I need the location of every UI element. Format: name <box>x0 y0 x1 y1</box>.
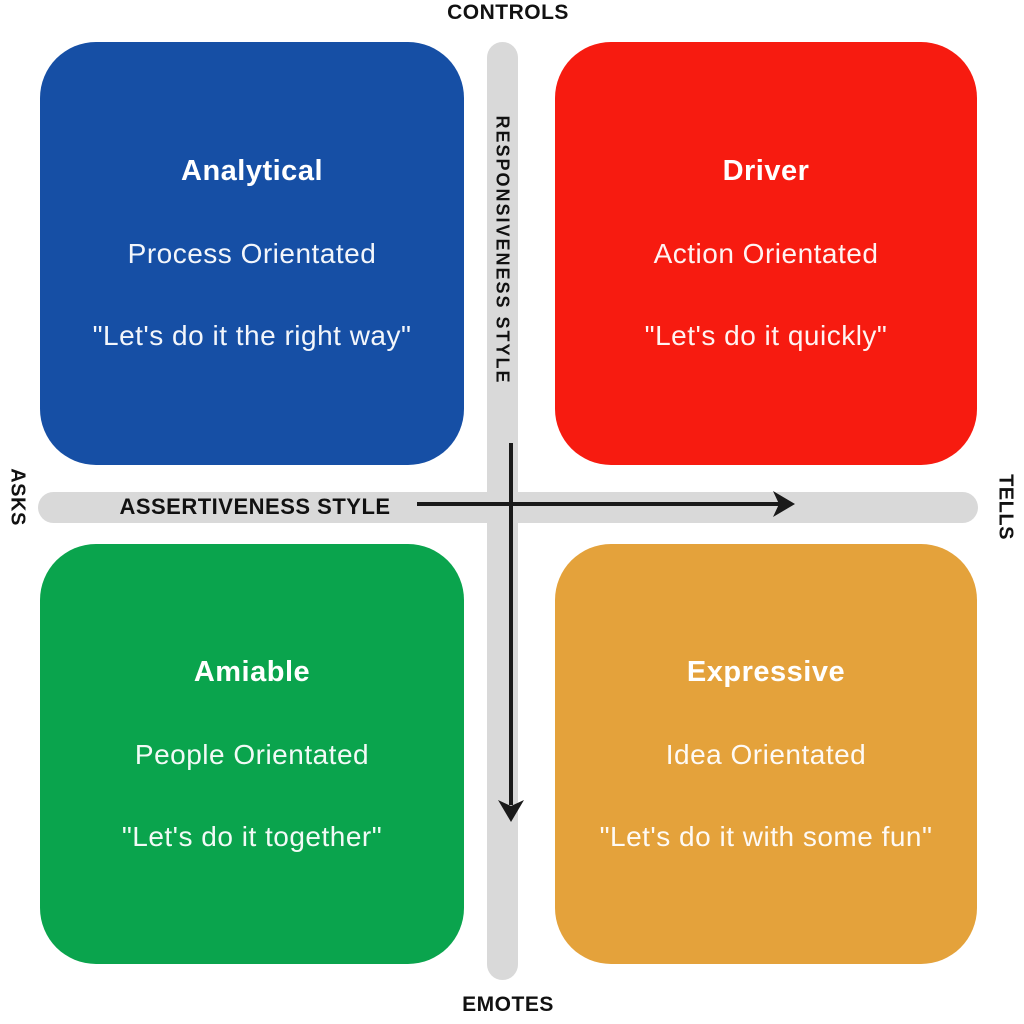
quadrant-quote: "Let's do it the right way" <box>92 320 412 351</box>
quadrant-title: Expressive <box>686 655 846 688</box>
axis-label-tells: TELLS <box>994 474 1017 540</box>
axis-label-controls: CONTROLS <box>447 1 569 24</box>
assertiveness-axis-band <box>38 492 978 523</box>
quadrant-quote: "Let's do it with some fun" <box>599 820 933 852</box>
quadrant-subtitle: People Orientated <box>134 738 370 770</box>
quadrant-quote: "Let's do it together" <box>121 820 383 852</box>
quadrant-subtitle: Process Orientated <box>127 238 377 269</box>
quadrant-title: Amiable <box>193 655 311 688</box>
quadrant-title: Driver <box>722 155 810 187</box>
axis-label-asks: ASKS <box>6 468 29 526</box>
quadrant-driver: Driver Action Orientated "Let's do it qu… <box>555 42 977 465</box>
quadrant-quote: "Let's do it quickly" <box>644 320 888 351</box>
responsiveness-axis-title: RESPONSIVENESS STYLE <box>492 115 513 385</box>
quadrant-amiable: Amiable People Orientated "Let's do it t… <box>40 544 464 964</box>
quadrant-subtitle: Action Orientated <box>653 238 879 269</box>
quadrant-analytical: Analytical Process Orientated "Let's do … <box>40 42 464 465</box>
assertiveness-axis-title: ASSERTIVENESS STYLE <box>119 494 391 519</box>
quadrant-expressive: Expressive Idea Orientated "Let's do it … <box>555 544 977 964</box>
quadrant-subtitle: Idea Orientated <box>665 738 867 770</box>
axis-label-emotes: EMOTES <box>462 993 554 1016</box>
quadrant-title: Analytical <box>181 155 323 187</box>
